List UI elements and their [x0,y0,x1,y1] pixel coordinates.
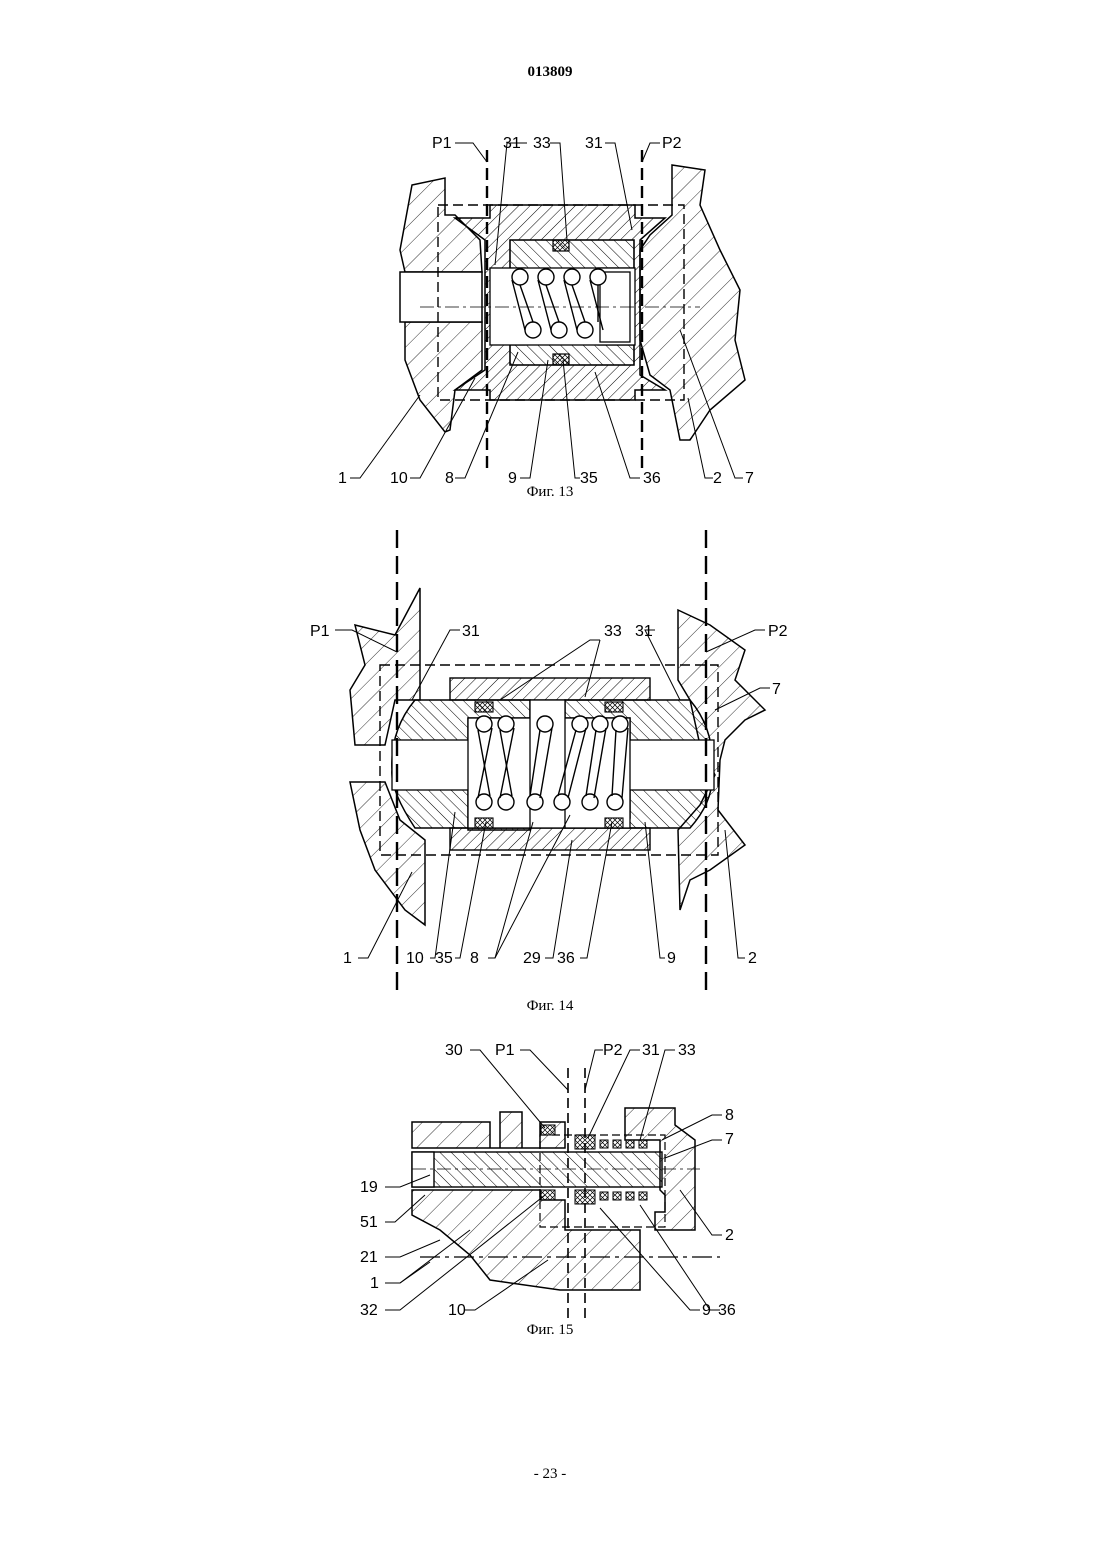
fig13-label-31b: 31 [585,135,603,152]
fig14-label-33: 33 [604,623,622,640]
document-number: 013809 [0,64,1100,81]
figure-13-caption: Фиг. 13 [0,484,1100,501]
fig15-label-36: 36 [718,1302,736,1319]
fig14-label-36: 36 [557,950,575,967]
fig13-label-33: 33 [533,135,551,152]
fig14-label-8: 8 [470,950,479,967]
fig15-label-51: 51 [360,1214,378,1231]
fig15-label-30: 30 [445,1042,463,1059]
figure-15-caption: Фиг. 15 [0,1322,1100,1339]
fig14-label-31b: 31 [635,623,653,640]
fig14-label-10: 10 [406,950,424,967]
fig14-label-7: 7 [772,681,781,698]
fig15-label-p2: P2 [603,1042,623,1059]
fig14-label-31a: 31 [462,623,480,640]
fig15-label-33: 33 [678,1042,696,1059]
fig15-label-8: 8 [725,1107,734,1124]
figure-14-caption: Фиг. 14 [0,998,1100,1015]
fig13-label-p1: P1 [432,135,452,152]
figure-15-drawing: 30 P1 P2 31 33 8 7 19 51 21 1 32 10 9 36… [0,1030,1100,1320]
page-footer: - 23 - [0,1466,1100,1483]
fig14-label-1: 1 [343,950,352,967]
fig14-label-p1: P1 [310,623,330,640]
fig15-label-2: 2 [725,1227,734,1244]
fig14-label-9: 9 [667,950,676,967]
fig14-label-29: 29 [523,950,541,967]
fig15-label-32: 32 [360,1302,378,1319]
fig15-label-19: 19 [360,1179,378,1196]
figure-13-drawing: P1 31 33 31 P2 1 10 8 9 35 36 2 7 [0,125,1100,490]
fig15-label-31: 31 [642,1042,660,1059]
fig14-label-35: 35 [435,950,453,967]
fig15-label-9: 9 [702,1302,711,1319]
fig15-label-21: 21 [360,1249,378,1266]
fig15-label-1: 1 [370,1275,379,1292]
fig15-label-p1: P1 [495,1042,515,1059]
figure-14-drawing: P1 31 33 31 P2 7 1 10 35 8 29 36 9 2 [0,525,1100,995]
fig14-label-p2: P2 [768,623,788,640]
fig13-label-p2: P2 [662,135,682,152]
fig13-label-31a: 31 [503,135,521,152]
fig15-label-10: 10 [448,1302,466,1319]
fig14-label-2: 2 [748,950,757,967]
fig15-label-7: 7 [725,1131,734,1148]
